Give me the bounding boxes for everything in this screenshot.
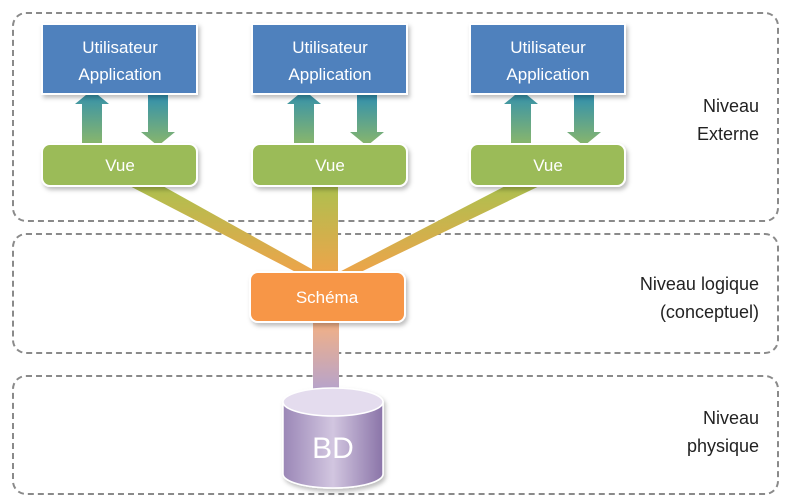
app-view-arrows bbox=[75, 90, 601, 146]
app-box-3-line1: Utilisateur bbox=[510, 38, 586, 57]
view-box-2-label: Vue bbox=[315, 156, 345, 175]
database-label: BD bbox=[312, 432, 354, 465]
schema-box: Schéma bbox=[249, 271, 406, 323]
app-box-3-line2: Application bbox=[506, 65, 589, 84]
view-box-1: Vue bbox=[41, 143, 198, 187]
physical-level-line2: physique bbox=[686, 436, 759, 456]
physical-level-label: Niveau physique bbox=[687, 404, 759, 460]
view-box-2: Vue bbox=[251, 143, 408, 187]
app-box-1-line2: Application bbox=[78, 65, 161, 84]
database-cylinder-icon: BD bbox=[282, 387, 384, 489]
app-box-1-line1: Utilisateur bbox=[82, 38, 158, 57]
physical-level-region bbox=[12, 375, 779, 495]
app-box-3: Utilisateur Application bbox=[469, 23, 626, 95]
connector-schema-database bbox=[313, 320, 339, 390]
external-level-line2: Externe bbox=[696, 124, 759, 144]
app-box-1: Utilisateur Application bbox=[41, 23, 198, 95]
arrow-up-icon bbox=[287, 90, 321, 145]
arrow-down-icon bbox=[350, 94, 384, 146]
logical-level-region bbox=[12, 233, 779, 354]
schema-label: Schéma bbox=[296, 288, 359, 307]
external-level-region bbox=[12, 12, 779, 222]
arrow-up-icon bbox=[504, 90, 538, 145]
connector-view3-schema bbox=[320, 180, 552, 282]
app-box-2: Utilisateur Application bbox=[251, 23, 408, 95]
view-schema-connectors bbox=[118, 180, 552, 282]
logical-level-line2: (conceptuel) bbox=[659, 302, 759, 322]
view-box-3: Vue bbox=[469, 143, 626, 187]
view-box-1-label: Vue bbox=[105, 156, 135, 175]
logical-level-line1: Niveau logique bbox=[639, 274, 759, 294]
arrow-down-icon bbox=[141, 94, 175, 146]
app-box-2-line2: Application bbox=[288, 65, 371, 84]
app-box-2-line1: Utilisateur bbox=[292, 38, 368, 57]
logical-level-label: Niveau logique (conceptuel) bbox=[640, 270, 759, 326]
physical-level-line1: Niveau bbox=[702, 408, 759, 428]
arrow-up-icon bbox=[75, 90, 109, 145]
connector-view1-schema bbox=[118, 180, 335, 282]
connector-view2-schema bbox=[312, 180, 338, 282]
view-box-3-label: Vue bbox=[533, 156, 563, 175]
external-level-line1: Niveau bbox=[702, 96, 759, 116]
arrow-down-icon bbox=[567, 94, 601, 146]
external-level-label: Niveau Externe bbox=[697, 92, 759, 148]
